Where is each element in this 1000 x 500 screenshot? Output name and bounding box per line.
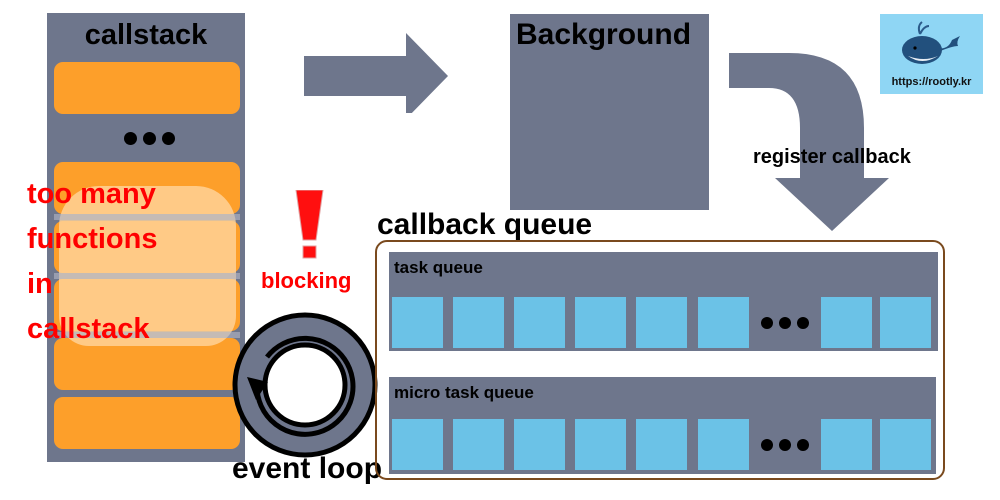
circular-arrow-icon <box>232 312 378 458</box>
blocking-label: blocking <box>261 268 352 293</box>
callback-queue-container <box>375 240 945 480</box>
frame-divider <box>54 273 240 279</box>
queue-cell <box>821 419 872 470</box>
callstack-title: callstack <box>84 19 208 51</box>
micro-task-queue-title: micro task queue <box>394 383 534 402</box>
overflow-note-line: functions <box>27 223 158 255</box>
stack-frame <box>54 397 240 449</box>
queue-cell <box>636 297 687 348</box>
queue-cell <box>453 419 504 470</box>
stack-frame <box>54 338 240 390</box>
register-callback-label: register callback <box>753 146 911 168</box>
queue-cell <box>821 297 872 348</box>
logo: https://rootly.kr <box>880 14 983 94</box>
background-title: Background <box>516 18 692 51</box>
queue-cell <box>880 419 931 470</box>
queue-cell <box>636 419 687 470</box>
overflow-highlight <box>59 186 236 346</box>
queue-cell <box>453 297 504 348</box>
queue-cell <box>392 297 443 348</box>
queue-cell <box>880 297 931 348</box>
overflow-note: too many functions in callstack <box>27 172 202 352</box>
queue-cell <box>575 297 626 348</box>
frame-divider <box>54 332 240 338</box>
task-queue-title: task queue <box>394 258 483 277</box>
queue-cell <box>698 419 749 470</box>
queue-cell <box>514 419 565 470</box>
background-box: Background <box>510 14 709 210</box>
stack-frame <box>54 62 240 114</box>
task-queue: task queue <box>389 252 938 351</box>
overflow-note-line: too many <box>27 178 156 210</box>
arrow-right-icon <box>304 33 448 113</box>
frame-divider <box>54 214 240 220</box>
overflow-note-line: callstack <box>27 313 150 345</box>
callstack-panel: callstack <box>47 13 245 462</box>
queue-cell <box>698 297 749 348</box>
exclamation-icon <box>295 190 324 259</box>
logo-url: https://rootly.kr <box>891 76 972 88</box>
queue-cell <box>392 419 443 470</box>
queue-cell <box>514 297 565 348</box>
ellipsis-icon <box>761 439 809 451</box>
whale-icon <box>902 21 960 64</box>
overflow-note-line: in <box>27 268 53 300</box>
curved-arrow-down-icon <box>729 53 889 231</box>
event-loop-label: event loop <box>232 452 383 485</box>
queue-cell <box>575 419 626 470</box>
ellipsis-icon <box>124 132 175 145</box>
micro-task-queue: micro task queue <box>389 377 936 474</box>
callback-queue-title: callback queue <box>377 208 593 241</box>
ellipsis-icon <box>761 317 809 329</box>
